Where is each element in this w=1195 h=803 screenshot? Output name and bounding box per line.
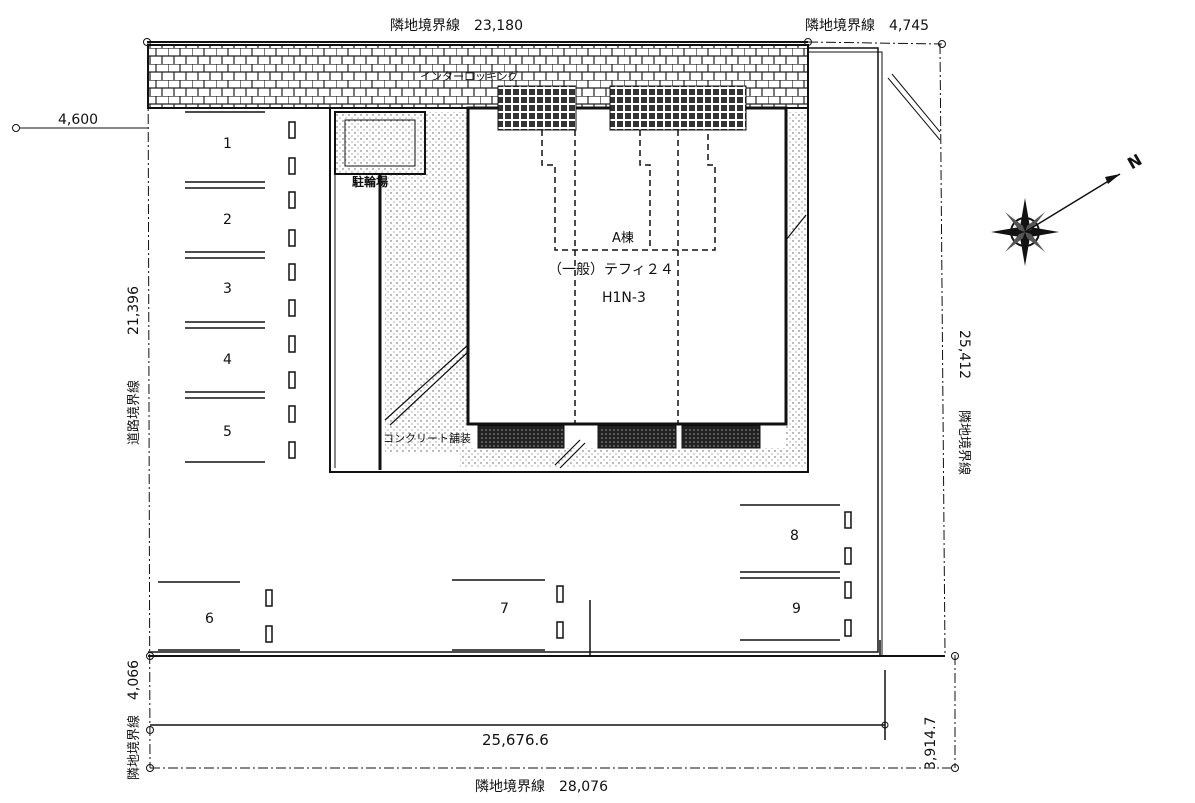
inner-bottom-dimension: 25,676.6	[482, 731, 549, 749]
parking-space-4: 4	[223, 352, 232, 368]
boundary-lines	[12, 38, 959, 772]
top-right-boundary-dimension: 隣地境界線 4,745	[805, 18, 929, 34]
bicycle-parking-label: 駐輪場	[352, 174, 388, 189]
parking-markings	[158, 111, 881, 656]
building-type: （一般）テフィ２４	[548, 262, 674, 278]
parking-space-6: 6	[205, 611, 214, 627]
building-model: H1N-3	[602, 290, 646, 306]
north-label: N	[1124, 150, 1145, 173]
building-name: A棟	[612, 231, 634, 246]
right-boundary-label: 隣地境界線	[956, 410, 972, 475]
bottom-boundary-dimension: 隣地境界線 28,076	[475, 779, 608, 795]
concrete-label: コンクリート舗装	[383, 431, 471, 445]
bottom-left-dimension: 4,066	[126, 660, 142, 700]
parking-space-5: 5	[223, 424, 232, 440]
road-boundary-label: 道路境界線	[126, 380, 142, 445]
top-boundary-dimension: 隣地境界線 23,180	[390, 18, 523, 34]
parking-space-3: 3	[223, 281, 232, 297]
parking-space-8: 8	[790, 528, 799, 544]
north-compass-icon	[991, 173, 1121, 266]
wheel-stops	[265, 121, 852, 643]
parking-space-9: 9	[792, 601, 801, 617]
parking-numbers: 1 2 3 4 5 6 7 8 9	[205, 136, 801, 627]
bicycle-parking	[334, 111, 426, 175]
interlocking-label: インターロッキング	[420, 69, 519, 83]
parking-space-1: 1	[223, 136, 232, 152]
left-offset-dimension: 4,600	[58, 112, 98, 128]
building-a	[466, 106, 788, 426]
parking-space-7: 7	[500, 601, 509, 617]
road-boundary-dimension: 21,396	[126, 286, 142, 335]
bottom-right-dimension: 3,914.7	[923, 717, 939, 770]
parking-space-2: 2	[223, 212, 232, 228]
bottom-left-boundary-label: 隣地境界線	[126, 715, 142, 780]
right-boundary-dimension: 25,412	[956, 330, 972, 379]
